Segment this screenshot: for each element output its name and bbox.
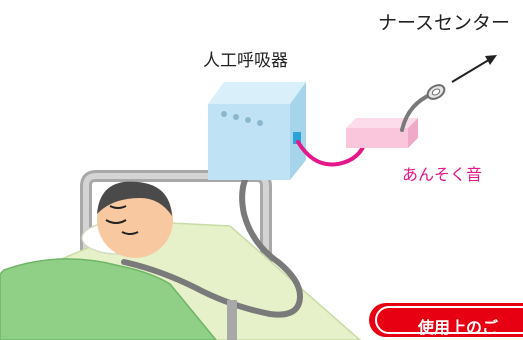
anzoku-sound-label: あんそく音 [402, 165, 483, 184]
ventilator-box [208, 82, 306, 180]
ventilator-label: 人工呼吸器 [203, 51, 288, 71]
ventilator-tube [121, 157, 304, 318]
nurse-center-label: ナースセンター [378, 12, 511, 34]
caution-banner-text: 使用上のご [418, 318, 499, 337]
alarm-relay-box [346, 118, 418, 148]
caution-banner [369, 303, 523, 337]
plug-icon [426, 84, 446, 100]
bed-frame [80, 170, 272, 340]
arrow-icon [451, 55, 497, 83]
blanket [0, 258, 217, 340]
patient [97, 181, 173, 258]
alarm-cable [296, 138, 368, 167]
